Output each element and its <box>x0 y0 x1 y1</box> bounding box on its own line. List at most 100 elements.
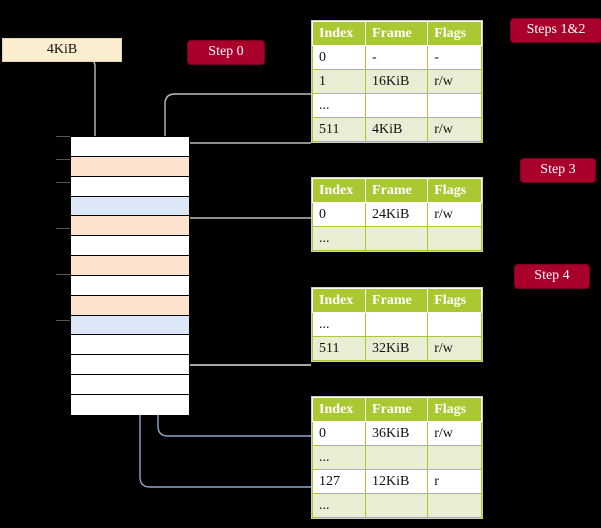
column-header-frame: Frame <box>365 288 429 313</box>
table-cell-frame <box>365 93 429 118</box>
table-cell-flags <box>427 493 482 518</box>
memory-frame-row <box>71 196 189 217</box>
memory-tick <box>56 228 70 229</box>
column-header-frame: Frame <box>365 178 429 203</box>
memory-frame-row <box>71 315 189 336</box>
column-header-frame: Frame <box>365 397 429 422</box>
memory-tick <box>56 320 70 321</box>
column-header-frame: Frame <box>365 21 429 46</box>
virtual-address-label: 4KiB <box>46 42 78 57</box>
memory-tick <box>56 159 70 160</box>
table-cell-frame: 12KiB <box>365 469 429 494</box>
table-cell-flags <box>427 312 482 337</box>
table-cell-index: 511 <box>311 117 367 142</box>
badge-step-3: Step 3 <box>521 159 595 182</box>
table-cell-frame <box>365 226 429 251</box>
table-cell-frame: 4KiB <box>365 117 429 142</box>
column-header-flags: Flags <box>427 397 482 422</box>
table-cell-flags: r/w <box>427 421 482 446</box>
table-cell-index: 0 <box>311 45 367 70</box>
table-cell-frame <box>365 312 429 337</box>
memory-frame-row <box>71 236 189 257</box>
wire-step3-in <box>174 217 311 252</box>
badge-steps-1-2: Steps 1&2 <box>511 19 601 42</box>
table-row[interactable]: ... <box>311 312 482 337</box>
table-cell-index: ... <box>311 93 367 118</box>
memory-frame-row <box>71 156 189 177</box>
table-cell-flags <box>427 445 482 470</box>
column-header-index: Index <box>311 178 367 203</box>
memory-frame-row <box>71 137 189 157</box>
badge-step-0-label: Step 0 <box>208 44 244 59</box>
table-cell-flags: - <box>427 45 482 70</box>
table-cell-frame: 16KiB <box>365 69 429 94</box>
table-row[interactable]: ... <box>311 493 482 518</box>
table-cell-index: 511 <box>311 336 367 361</box>
badge-steps-1-2-label: Steps 1&2 <box>526 22 586 37</box>
table-cell-index: ... <box>311 493 367 518</box>
badge-step-0: Step 0 <box>188 41 264 64</box>
table-cell-frame: 36KiB <box>365 421 429 446</box>
table-cell-flags: r/w <box>427 202 482 227</box>
wire-steps12-in <box>164 93 311 144</box>
table-cell-flags <box>427 226 482 251</box>
column-header-index: Index <box>311 397 367 422</box>
table-cell-frame: 32KiB <box>365 336 429 361</box>
table-cell-index: 1 <box>311 69 367 94</box>
memory-tick <box>56 274 70 275</box>
memory-frame-row <box>71 375 189 395</box>
column-header-index: Index <box>311 21 367 46</box>
memory-tick <box>56 182 70 183</box>
memory-frame-row <box>71 335 189 356</box>
column-header-flags: Flags <box>427 178 482 203</box>
memory-frame-row <box>71 176 189 197</box>
column-header-flags: Flags <box>427 21 482 46</box>
memory-tick <box>56 136 70 137</box>
table-row[interactable]: ... <box>311 445 482 470</box>
memory-frame-row <box>71 355 189 376</box>
table-row[interactable]: ... <box>311 93 482 118</box>
table-cell-flags <box>427 93 482 118</box>
badge-step-4-label: Step 4 <box>534 268 570 283</box>
table-cell-index: ... <box>311 445 367 470</box>
table-cell-flags: r/w <box>427 69 482 94</box>
memory-frame-row <box>71 256 189 276</box>
table-cell-frame <box>365 493 429 518</box>
table-row[interactable]: 0-- <box>311 45 482 70</box>
table-cell-index: 0 <box>311 202 367 227</box>
wire-level3-row0 <box>157 414 311 437</box>
physical-memory-column <box>70 136 190 415</box>
memory-frame-row <box>71 275 189 296</box>
table-row[interactable]: ... <box>311 226 482 251</box>
wire-step0-vaddr <box>59 52 96 144</box>
badge-step-4: Step 4 <box>515 265 589 288</box>
table-cell-flags: r/w <box>427 336 482 361</box>
table-cell-frame: 24KiB <box>365 202 429 227</box>
table-cell-flags: r/w <box>427 117 482 142</box>
memory-frame-row <box>71 295 189 316</box>
table-cell-index: 0 <box>311 421 367 446</box>
wire-step4-in <box>175 315 311 366</box>
table-cell-index: ... <box>311 226 367 251</box>
column-header-index: Index <box>311 288 367 313</box>
table-cell-frame: - <box>365 45 429 70</box>
virtual-address-box: 4KiB <box>2 38 122 62</box>
wire-level3-row127 <box>139 414 311 488</box>
table-cell-index: ... <box>311 312 367 337</box>
column-header-flags: Flags <box>427 288 482 313</box>
table-cell-frame <box>365 445 429 470</box>
memory-frame-row <box>71 394 189 415</box>
badge-step-3-label: Step 3 <box>540 162 576 177</box>
memory-frame-row <box>71 216 189 237</box>
